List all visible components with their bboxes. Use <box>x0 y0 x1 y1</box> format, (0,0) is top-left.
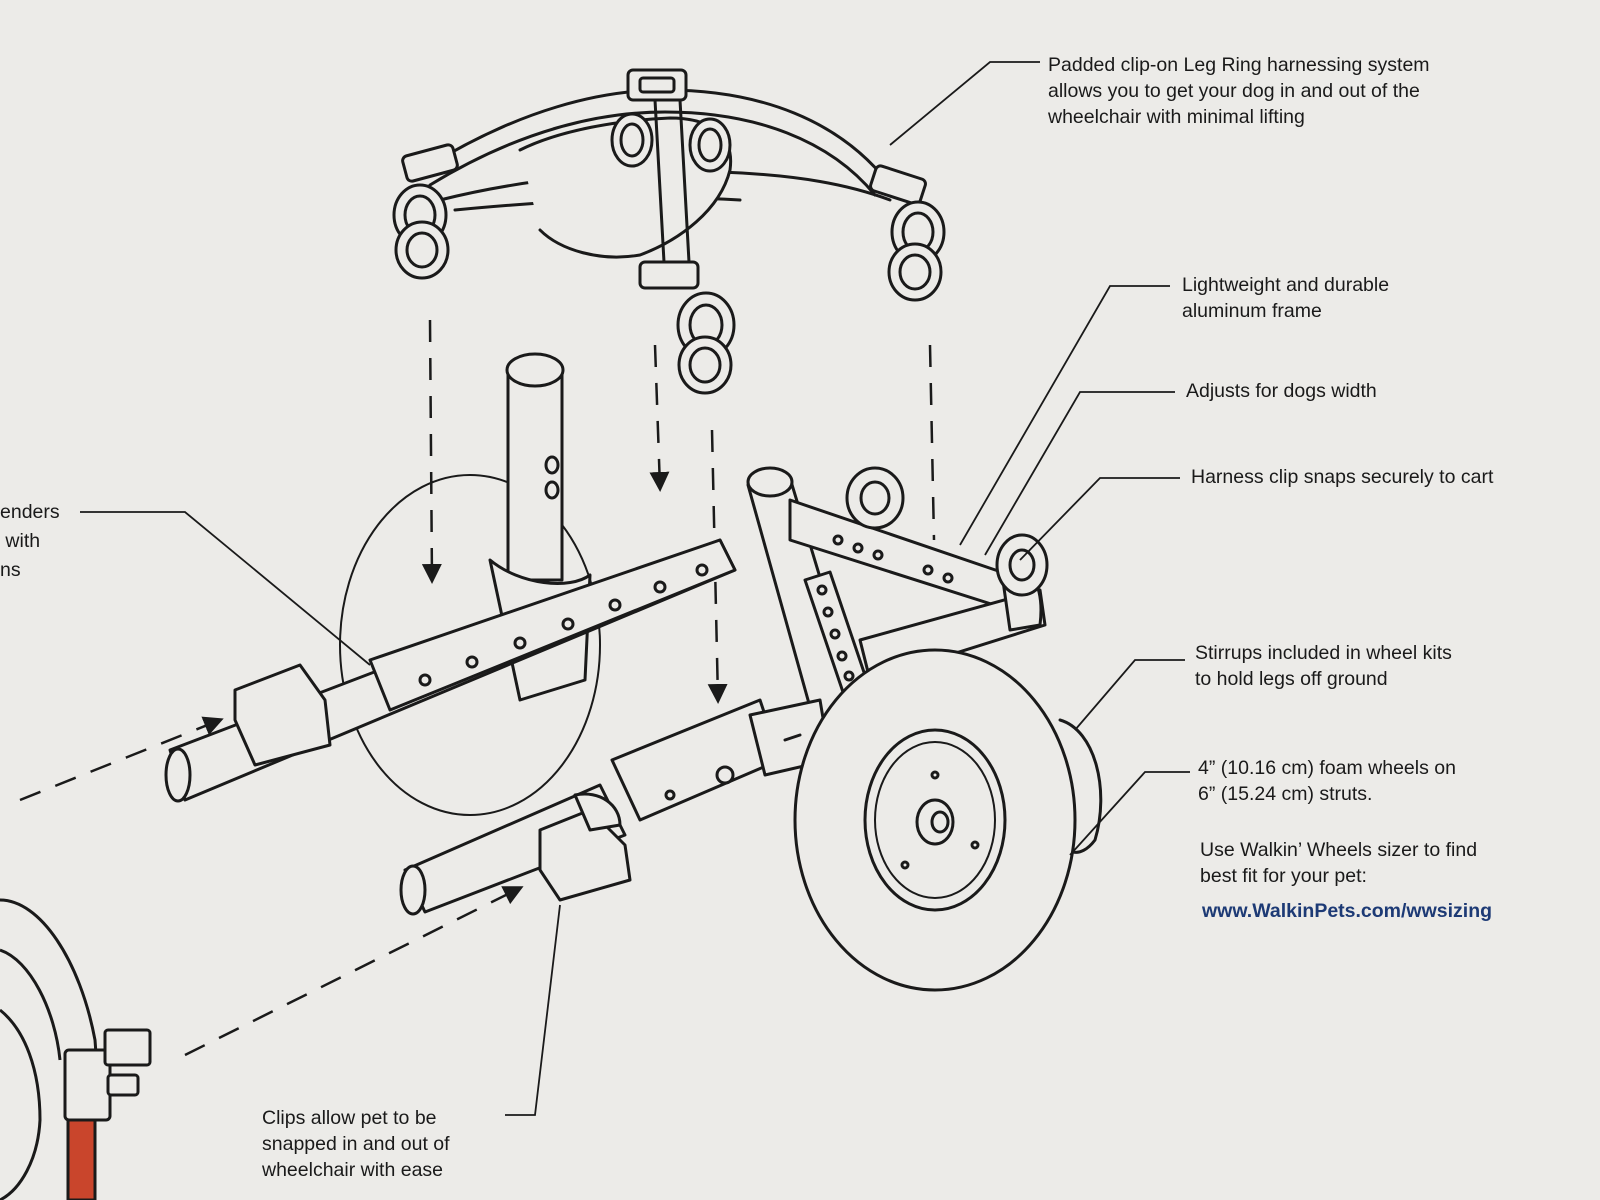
clips-callout-line: Clips allow pet to be <box>262 1107 437 1129</box>
extenders-callout-line: enders <box>0 501 60 523</box>
clips-callout-line: wheelchair with ease <box>262 1159 444 1181</box>
sizer-url-link[interactable]: www.WalkinPets.com/wwsizing <box>1202 898 1492 924</box>
extenders-callout-partial: enders with ns <box>0 498 60 585</box>
extenders-callout-line: ns <box>0 559 21 581</box>
stirrups-callout-line: Stirrups included in wheel kits <box>1195 642 1452 664</box>
harness-callout-line: Padded clip-on Leg Ring harnessing syste… <box>1048 54 1430 76</box>
harness-callout: Padded clip-on Leg Ring harnessing syste… <box>1048 52 1430 130</box>
clip-icon <box>233 663 632 902</box>
sizer-url-text[interactable]: www.WalkinPets.com/wwsizing <box>1202 900 1493 922</box>
harness-callout-line: allows you to get your dog in and out of… <box>1048 80 1420 102</box>
sizer-callout: Use Walkin’ Wheels sizer to find best fi… <box>1200 837 1477 889</box>
wheels-callout: 4” (10.16 cm) foam wheels on 6” (15.24 c… <box>1198 755 1456 807</box>
dog-harness-icon <box>0 898 152 1200</box>
leader-lines <box>80 61 1190 1116</box>
frame-callout: Lightweight and durable aluminum frame <box>1182 272 1389 324</box>
foam-wheel-icon <box>793 648 1077 992</box>
clip-cart-callout: Harness clip snaps securely to cart <box>1191 464 1493 490</box>
stirrups-callout-line: to hold legs off ground <box>1195 668 1388 690</box>
sizer-callout-line: best fit for your pet: <box>1200 865 1367 887</box>
extenders-callout-line: with <box>0 530 41 552</box>
clips-callout-line: snapped in and out of <box>262 1133 450 1155</box>
leg-ring-harness-icon <box>392 68 946 395</box>
clips-callout: Clips allow pet to be snapped in and out… <box>262 1105 450 1183</box>
wheels-callout-line: 4” (10.16 cm) foam wheels on <box>1198 757 1456 779</box>
harness-callout-line: wheelchair with minimal lifting <box>1048 106 1305 128</box>
wheels-callout-line: 6” (15.24 cm) struts. <box>1198 783 1373 805</box>
width-callout: Adjusts for dogs width <box>1186 378 1377 404</box>
frame-callout-line: Lightweight and durable <box>1182 274 1390 296</box>
stirrups-callout: Stirrups included in wheel kits to hold … <box>1195 640 1452 692</box>
drop-guides <box>19 319 936 1057</box>
clip-cart-callout-line: Harness clip snaps securely to cart <box>1191 466 1494 488</box>
sizer-callout-line: Use Walkin’ Wheels sizer to find <box>1200 839 1478 861</box>
frame-callout-line: aluminum frame <box>1182 300 1322 322</box>
width-callout-line: Adjusts for dogs width <box>1186 380 1377 402</box>
